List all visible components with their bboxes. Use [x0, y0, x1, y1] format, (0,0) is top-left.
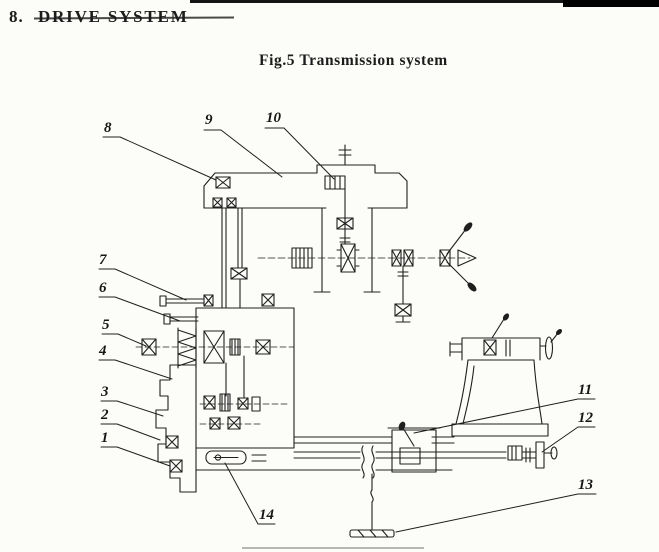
callout-4: 4 [99, 343, 107, 359]
headstock-gearbox [135, 307, 295, 471]
callout-10: 10 [266, 110, 281, 126]
scan-artifact-top-corner [563, 0, 659, 7]
tailstock [449, 313, 563, 437]
callout-14: 14 [259, 507, 274, 523]
callout-13: 13 [578, 477, 593, 493]
bevel-feed-shaft [394, 265, 412, 323]
callout-12: 12 [578, 410, 593, 426]
apron-carriage [387, 421, 441, 473]
leadscrew-end [507, 441, 558, 469]
machine-column [313, 207, 381, 293]
clutch-slot-detail [205, 450, 267, 465]
tailstock-handwheel-crank [550, 328, 563, 343]
callout-8: 8 [104, 120, 112, 136]
callout-leader-lines [98, 127, 597, 533]
section-title: DRIVE SYSTEM [38, 7, 189, 26]
feed-shaft-assembly [257, 222, 477, 292]
figure-caption: Fig.5 Transmission system [259, 52, 448, 69]
vertical-spindle-shaft [336, 144, 354, 245]
drive-shafts-down [221, 207, 248, 309]
capstan-handles [446, 222, 477, 292]
section-number: 8. [9, 7, 24, 26]
selector-shafts [159, 293, 275, 325]
callout-7: 7 [99, 252, 107, 268]
stepped-gear-cone [155, 364, 197, 493]
callout-2: 2 [101, 407, 109, 423]
headstock-top-cover [203, 164, 408, 209]
tailstock-clamp-lever [491, 313, 510, 339]
callout-9: 9 [205, 112, 213, 128]
scan-artifact-bottom-line [242, 547, 424, 549]
scan-artifact-top-line [190, 0, 659, 3]
callout-5: 5 [102, 317, 110, 333]
callout-1: 1 [101, 430, 109, 446]
foot-pedal [349, 473, 395, 538]
callout-3: 3 [101, 384, 109, 400]
callout-6: 6 [99, 280, 107, 296]
callout-11: 11 [578, 382, 593, 398]
